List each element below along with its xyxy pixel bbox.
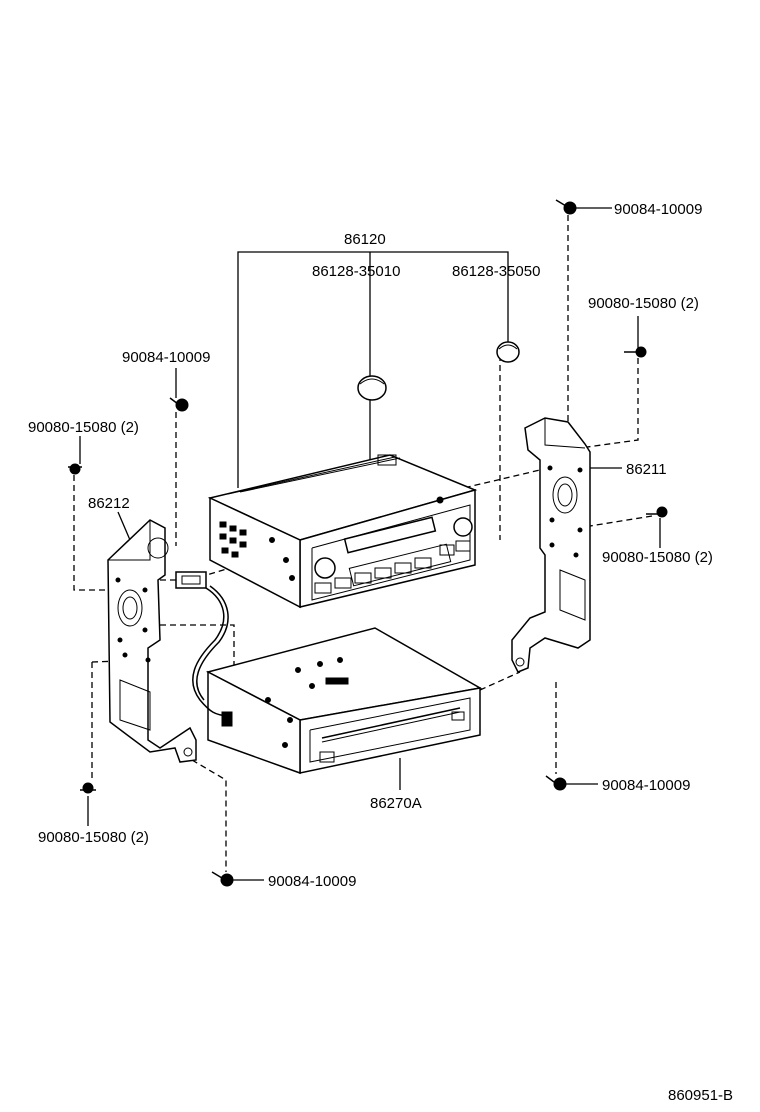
label-knob-1: 86128-35010: [312, 263, 400, 280]
label-bolt-left-lower: 90080-15080 (2): [38, 829, 149, 846]
label-screw-left-upper: 90084-10009: [122, 349, 210, 366]
bracket-86211: [511, 417, 591, 673]
screw-left-upper: [169, 397, 189, 412]
label-screw-right-lower: 90084-10009: [602, 777, 690, 794]
bolt-right-mid: [646, 506, 668, 518]
label-86120: 86120: [344, 231, 386, 248]
label-86212: 86212: [88, 495, 130, 512]
label-knob-2: 86128-35050: [452, 263, 540, 280]
label-bolt-right-upper: 90080-15080 (2): [588, 295, 699, 312]
label-bolt-left-upper: 90080-15080 (2): [28, 419, 139, 436]
screw-top-right: [555, 199, 577, 215]
cd-changer-unit: [205, 627, 483, 775]
radio-cassette-unit: [207, 454, 478, 609]
label-screw-bottom: 90084-10009: [268, 873, 356, 890]
part-labels: 86120 86128-35010 86128-35050 86211 8621…: [28, 201, 733, 1104]
label-86270a: 86270A: [370, 795, 422, 812]
screw-bottom: [211, 871, 234, 887]
bracket-86212: [107, 519, 197, 763]
bolt-left-lower: [80, 782, 96, 794]
knob-86128-35010: [357, 375, 387, 401]
leader-lines: [79, 207, 661, 881]
knob-86128-35050: [496, 341, 520, 363]
bolt-right-upper: [624, 346, 647, 358]
label-86211: 86211: [626, 461, 667, 478]
connector-cable: [175, 571, 229, 717]
screw-right-lower: [545, 775, 567, 791]
assembly-dashed-lines: [73, 215, 653, 872]
drawing-id: 860951-B: [668, 1087, 733, 1104]
label-screw-top-right: 90084-10009: [614, 201, 702, 218]
label-bolt-right-mid: 90080-15080 (2): [602, 549, 713, 566]
bolt-left-upper: [68, 463, 82, 475]
